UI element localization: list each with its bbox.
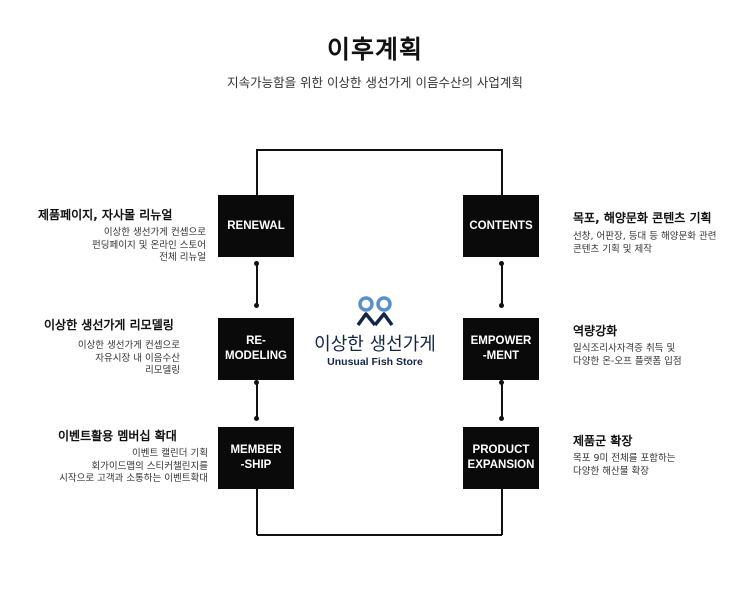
connector-dot — [254, 416, 259, 421]
empowerment-description: 일식조리사자격증 취득 및 다양한 온-오프 플랫폼 입점 — [573, 343, 682, 367]
connector-dot — [254, 303, 259, 308]
renewal-heading: 제품페이지, 자사몰 리뉴얼 — [38, 208, 173, 222]
empowerment-box: EMPOWER -MENT — [463, 318, 539, 380]
remodeling-description: 이상한 생선가게 컨셉으로 자유시장 내 이음수산 리모델링 — [77, 340, 180, 376]
bottom-right-connector — [501, 489, 503, 535]
brand-logo: 이상한 생선가게 Unusual Fish Store — [305, 296, 445, 376]
logo-korean-name: 이상한 생선가게 — [314, 334, 436, 355]
top-left-connector — [256, 149, 258, 195]
right-connector-1 — [501, 263, 503, 306]
connector-dot — [254, 261, 259, 266]
fish-logo-icon — [356, 296, 394, 327]
bottom-left-connector — [256, 489, 258, 535]
remodeling-box: RE- MODELING — [218, 318, 294, 380]
contents-description: 선창, 어판장, 등대 등 해양문화 관련 콘텐츠 기획 및 제작 — [573, 231, 717, 255]
connector-dot — [499, 261, 504, 266]
bottom-connector — [257, 534, 502, 536]
product-expansion-description: 목포 9미 전체를 포함하는 다양한 해산물 확장 — [573, 453, 676, 477]
empowerment-heading: 역량강화 — [573, 324, 618, 338]
connector-dot — [499, 416, 504, 421]
contents-heading: 목포, 해양문화 콘텐츠 기획 — [573, 211, 712, 225]
page-title: 이후계획 — [326, 35, 423, 64]
membership-box: MEMBER -SHIP — [218, 427, 294, 489]
connector-dot — [254, 380, 259, 385]
renewal-description: 이상한 생선가게 컨셉으로 펀딩페이지 및 온라인 스토어 전체 리뉴얼 — [92, 227, 206, 263]
top-connector — [257, 149, 502, 151]
top-right-connector — [501, 149, 503, 195]
product-expansion-box: PRODUCT EXPANSION — [463, 427, 539, 489]
membership-heading: 이벤트활용 멤버십 확대 — [58, 429, 177, 443]
connector-dot — [499, 380, 504, 385]
right-connector-2 — [501, 381, 503, 418]
product-expansion-heading: 제품군 확장 — [573, 434, 633, 448]
connector-dot — [499, 303, 504, 308]
logo-english-name: Unusual Fish Store — [327, 356, 423, 368]
left-connector-1 — [256, 263, 258, 306]
remodeling-heading: 이상한 생선가게 리모델링 — [44, 318, 174, 332]
membership-description: 이벤트 캘린더 기획 회가이드맵의 스티커챌린지를 시작으로 고객과 소통하는 … — [59, 448, 208, 484]
left-connector-2 — [256, 381, 258, 418]
contents-box: CONTENTS — [463, 195, 539, 257]
page-subtitle: 지속가능함을 위한 이상한 생선가게 이음수산의 사업계획 — [227, 75, 523, 90]
renewal-box: RENEWAL — [218, 195, 294, 257]
